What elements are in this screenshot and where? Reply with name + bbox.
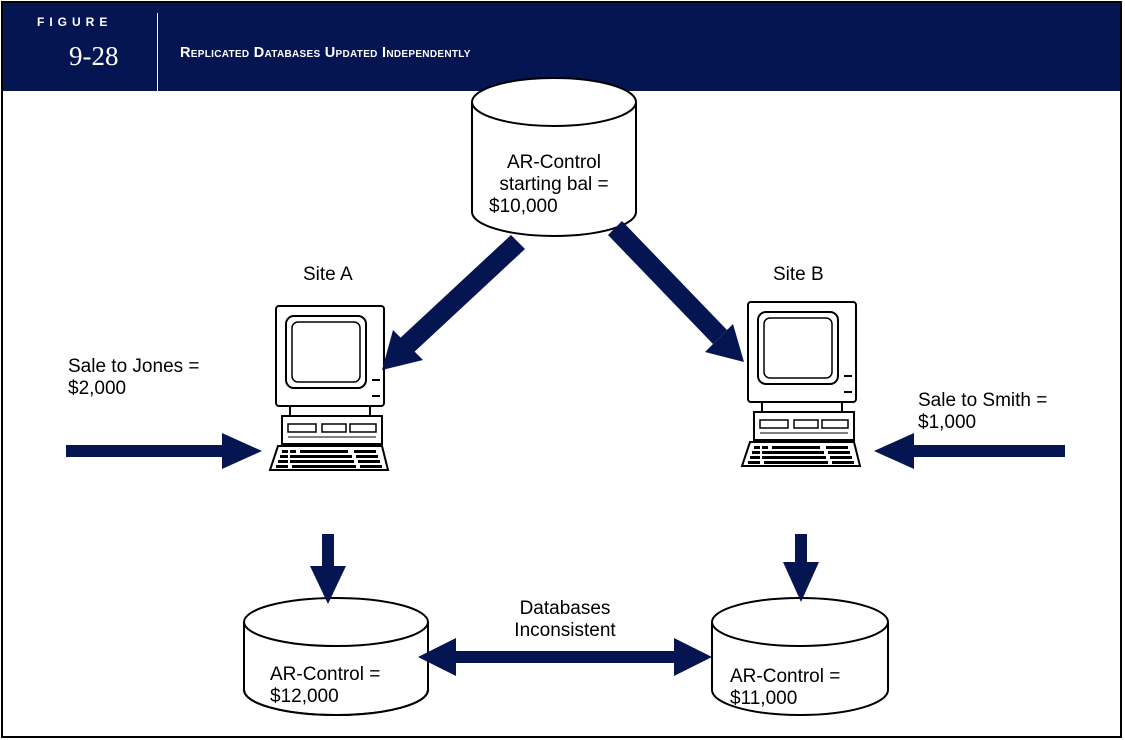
central-db-line3: $10,000	[489, 196, 558, 217]
sale-jones-line1: Sale to Jones =	[68, 356, 200, 377]
site-a-computer-icon	[269, 305, 389, 471]
sale-smith-arrow	[874, 433, 1065, 469]
site-b-update-arrow	[783, 534, 819, 602]
db-a-line2: $12,000	[270, 686, 339, 707]
db-b-line2: $11,000	[730, 688, 798, 709]
inconsistent-label: Databases Inconsistent	[480, 598, 650, 642]
site-a-update-arrow	[310, 534, 346, 604]
replicate-arrow-a	[382, 235, 525, 370]
replicate-arrow-b	[608, 221, 744, 362]
figure-number: 9-28	[69, 41, 119, 71]
db-a-line1: AR-Control =	[270, 664, 381, 685]
sale-jones-arrow	[66, 433, 262, 469]
header-divider	[157, 13, 158, 91]
site-b-database	[711, 597, 889, 716]
sale-smith-line2: $1,000	[918, 412, 977, 433]
central-db-line2: starting bal =	[499, 174, 609, 195]
sale-jones-label: Sale to Jones = $2,000	[68, 356, 200, 400]
figure-header: FIGURE 9-28 Replicated Databases Updated…	[3, 3, 1120, 91]
site-a-database	[243, 597, 429, 716]
sale-jones-line2: $2,000	[68, 378, 127, 399]
site-a-label: Site A	[303, 264, 353, 285]
sale-smith-label: Sale to Smith = $1,000	[918, 390, 1047, 434]
figure-word: FIGURE	[37, 15, 113, 29]
inconsistent-arrow	[418, 638, 712, 676]
central-db-label: AR-Control starting bal = $10,000	[472, 152, 636, 218]
inconsistent-line2: Inconsistent	[514, 620, 616, 641]
site-b-computer-icon	[741, 301, 861, 467]
db-b-label: AR-Control = $11,000	[730, 666, 840, 710]
figure-title: Replicated Databases Updated Independent…	[180, 45, 471, 61]
sale-smith-line1: Sale to Smith =	[918, 390, 1048, 411]
central-database	[471, 77, 637, 237]
site-b-label: Site B	[773, 264, 824, 285]
db-b-line1: AR-Control =	[730, 666, 841, 687]
db-a-label: AR-Control = $12,000	[270, 664, 380, 708]
central-db-line1: AR-Control	[507, 152, 601, 173]
inconsistent-line1: Databases	[519, 598, 611, 619]
